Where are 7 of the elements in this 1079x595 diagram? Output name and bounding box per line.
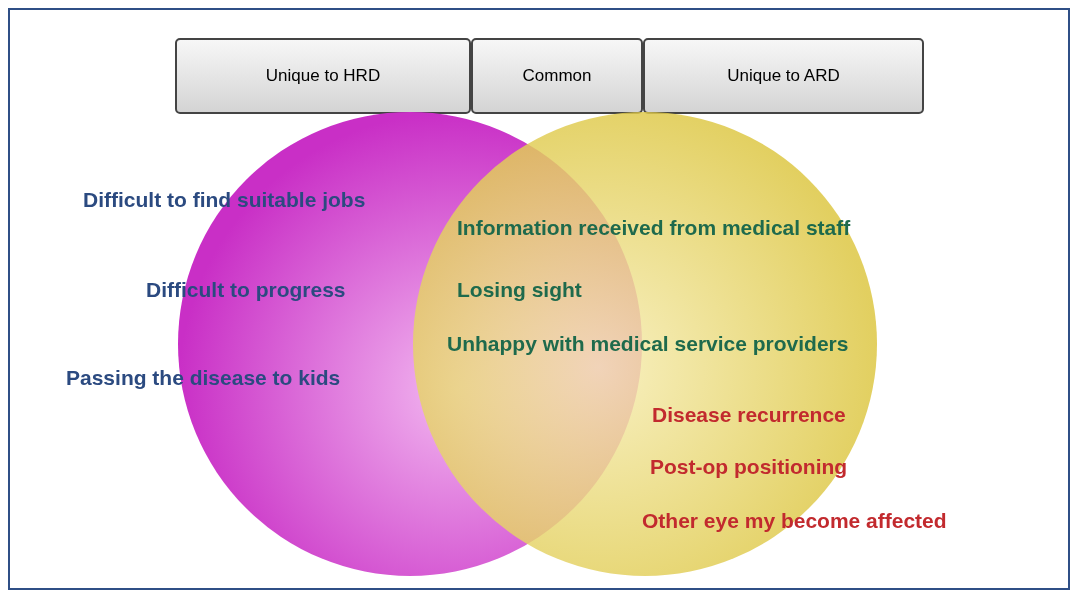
venn-item-text: Losing sight: [457, 277, 582, 303]
header-box: Unique to HRD: [175, 38, 471, 114]
venn-item-text: Disease recurrence: [652, 402, 846, 428]
venn-item-text: Unhappy with medical service providers: [447, 331, 849, 357]
header-box: Unique to ARD: [643, 38, 924, 114]
venn-item-text: Difficult to find suitable jobs: [83, 187, 366, 213]
header-box: Common: [471, 38, 643, 114]
